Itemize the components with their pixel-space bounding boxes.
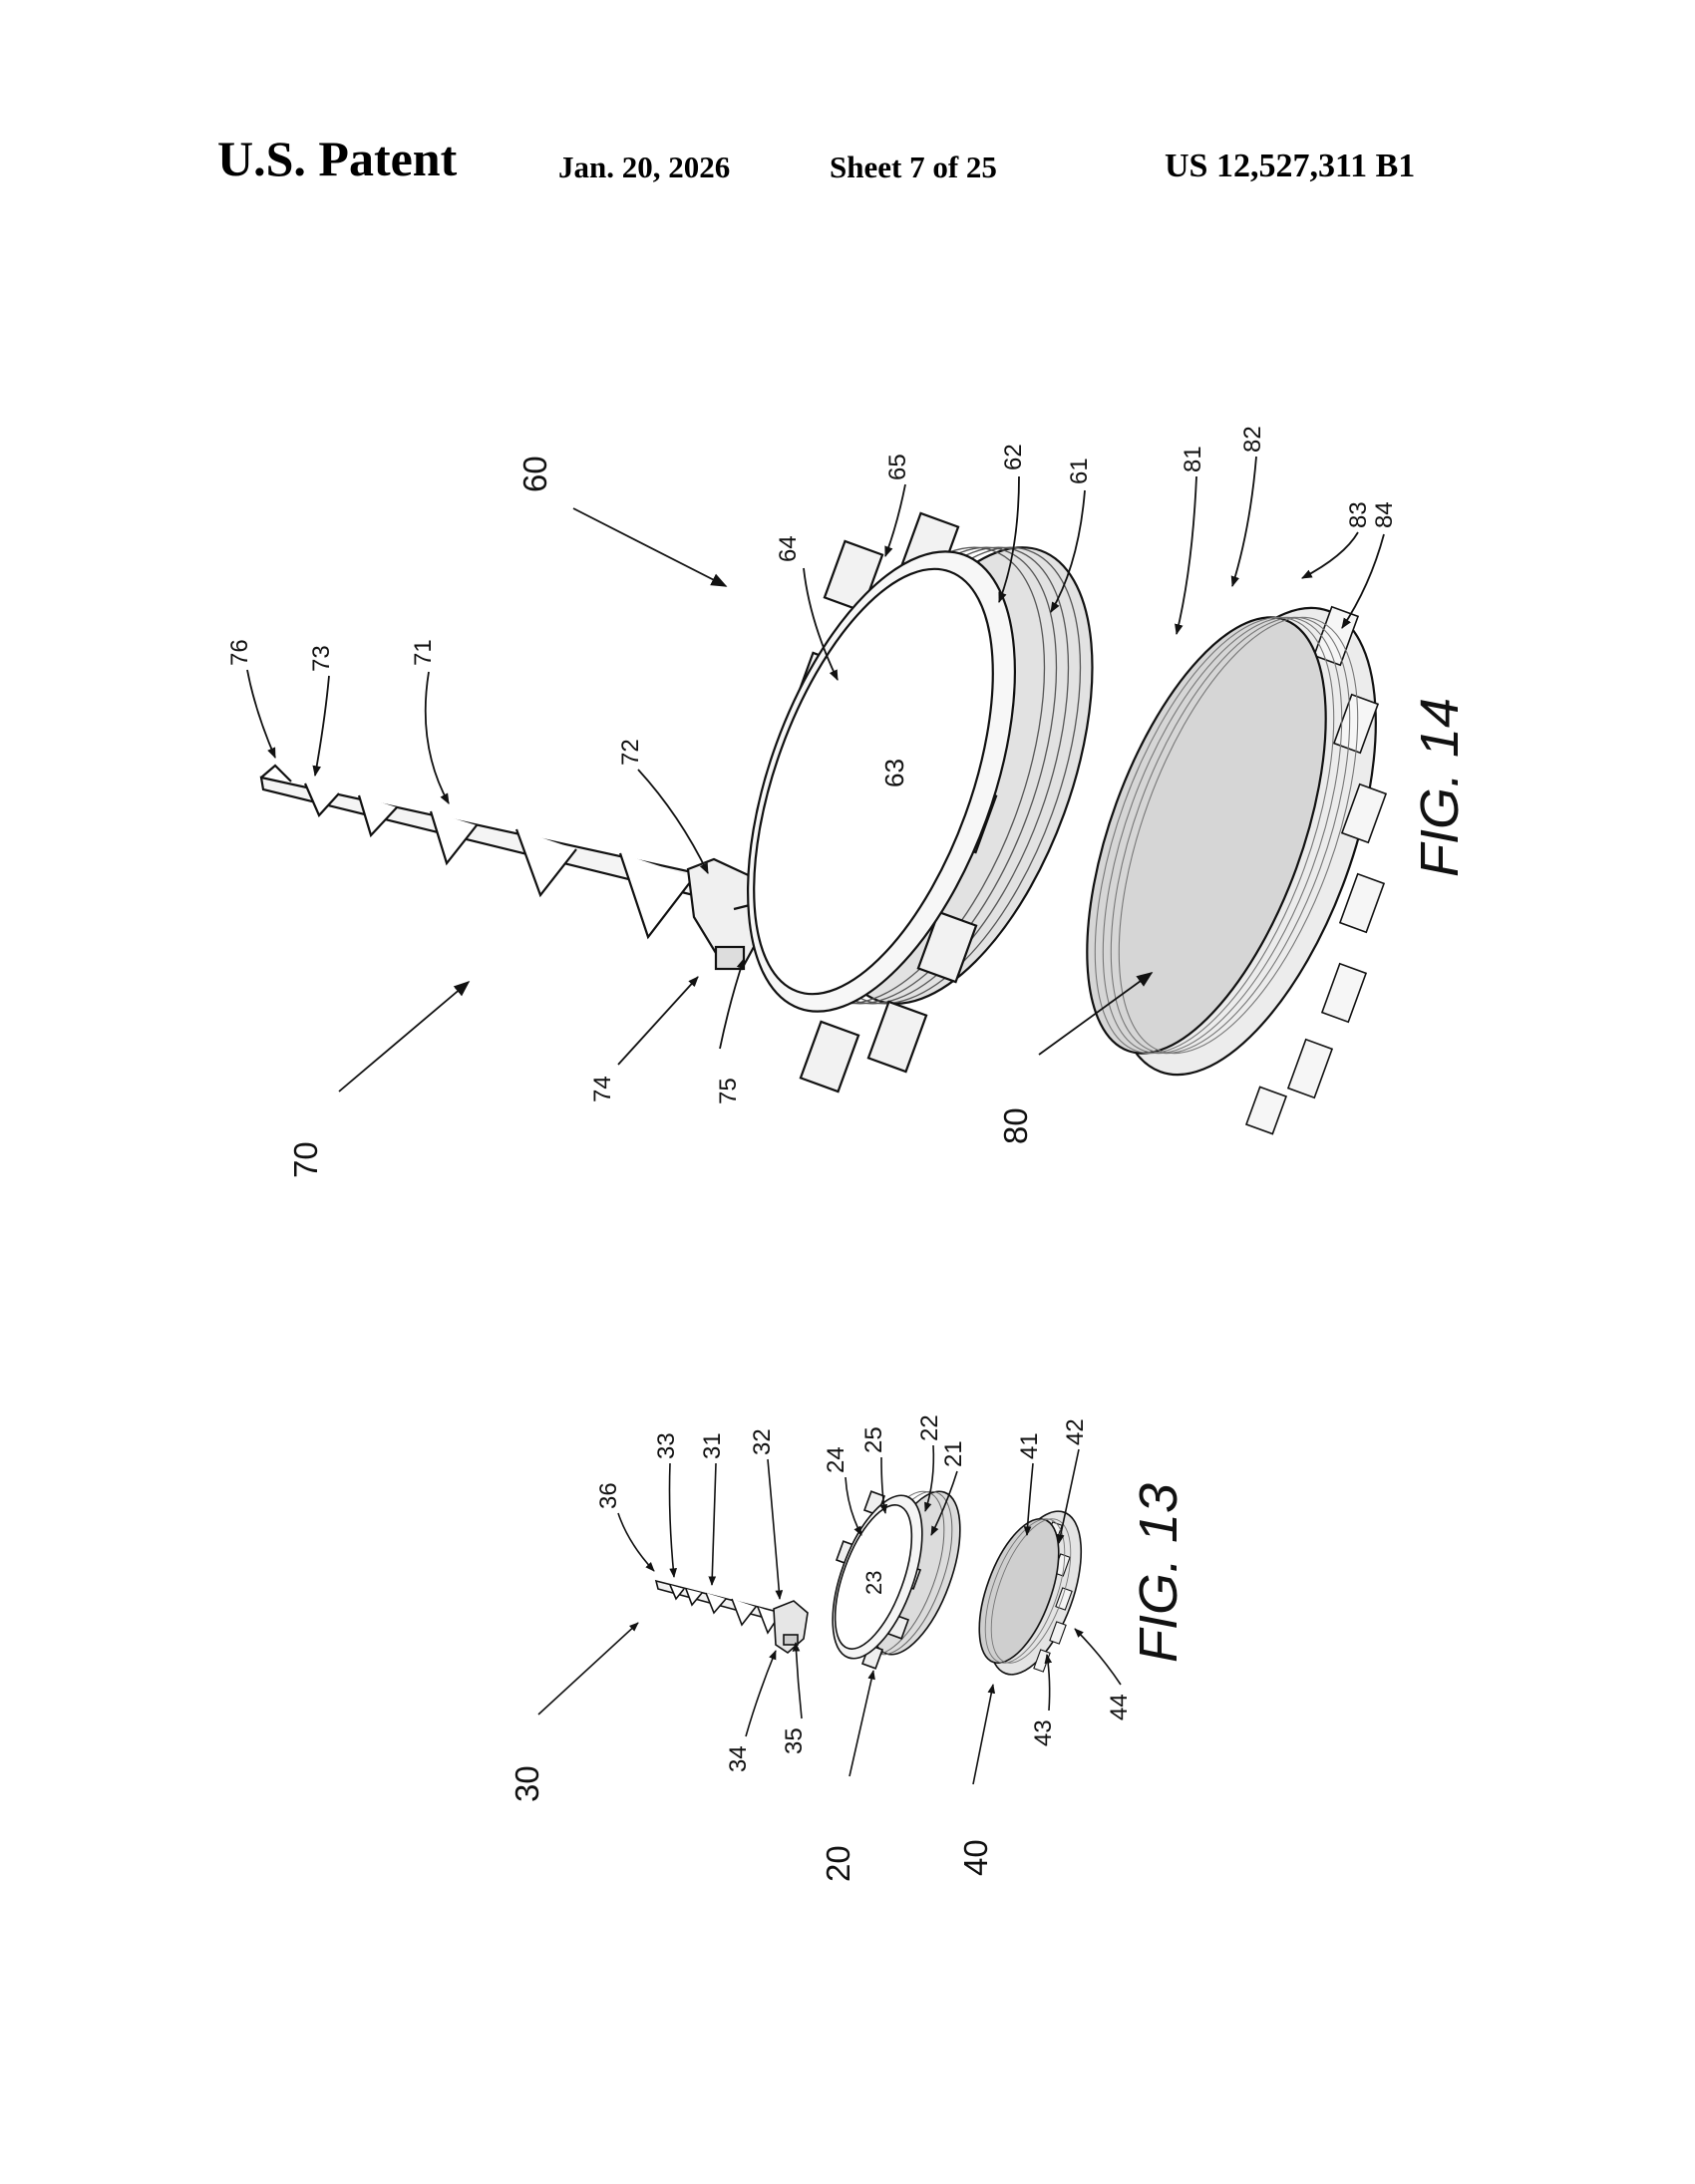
- ref-42: 42: [1062, 1418, 1089, 1445]
- ref-21: 21: [940, 1440, 967, 1467]
- ref-76: 76: [226, 639, 253, 666]
- ref-23: 23: [861, 1571, 886, 1595]
- ref-35: 35: [781, 1727, 808, 1754]
- ref-31: 31: [699, 1432, 726, 1459]
- ref-65: 65: [884, 454, 911, 480]
- ref-25: 25: [860, 1426, 887, 1453]
- spike-component-30: [654, 1579, 809, 1655]
- ref-20: 20: [820, 1845, 856, 1882]
- ring-component-80: [1086, 605, 1388, 1135]
- fig13-reference-numerals: 30 20 40 36 33 31 32 34 35 24 25 22 21 2…: [508, 1414, 1133, 1882]
- publication-date: Jan. 20, 2026: [558, 150, 731, 184]
- ref-61: 61: [1066, 458, 1093, 484]
- spike-component-70: [259, 764, 772, 971]
- ref-32: 32: [749, 1428, 776, 1455]
- ref-81: 81: [1180, 446, 1206, 472]
- ref-62: 62: [1000, 444, 1027, 470]
- ref-82: 82: [1239, 426, 1266, 453]
- ref-72: 72: [617, 739, 644, 766]
- ref-36: 36: [595, 1482, 622, 1509]
- patent-number: US 12,527,311 B1: [1165, 148, 1416, 184]
- ref-43: 43: [1030, 1719, 1057, 1746]
- ref-60: 60: [516, 456, 553, 492]
- ref-34: 34: [725, 1745, 752, 1772]
- ref-33: 33: [653, 1432, 680, 1459]
- ref-74: 74: [589, 1076, 616, 1102]
- patent-label: U.S. Patent: [217, 131, 458, 186]
- figure-14: 70 60 80 76 73 71 72 74 75 64 65 62 61 6…: [226, 426, 1470, 1178]
- ref-41: 41: [1016, 1432, 1043, 1459]
- base-component-60: [747, 511, 1094, 1093]
- ref-40: 40: [957, 1839, 994, 1876]
- base-component-20: [832, 1490, 961, 1670]
- ref-71: 71: [410, 639, 437, 666]
- ring-component-40: [978, 1510, 1083, 1676]
- ref-83: 83: [1345, 501, 1372, 528]
- ref-30: 30: [508, 1765, 545, 1802]
- fig13-leader-lines: [537, 1444, 1122, 1785]
- ref-70: 70: [287, 1141, 324, 1178]
- figure-14-label: FIG. 14: [1410, 698, 1470, 877]
- fig14-reference-numerals: 70 60 80 76 73 71 72 74 75 64 65 62 61 6…: [226, 426, 1398, 1178]
- sheet-number: Sheet 7 of 25: [830, 150, 997, 184]
- ref-24: 24: [823, 1446, 849, 1473]
- ref-75: 75: [715, 1078, 742, 1104]
- ref-64: 64: [775, 535, 802, 562]
- ref-63: 63: [879, 759, 909, 787]
- figure-13: 30 20 40 36 33 31 32 34 35 24 25 22 21 2…: [508, 1414, 1188, 1882]
- page-header: U.S. Patent Jan. 20, 2026 Sheet 7 of 25 …: [0, 130, 1695, 199]
- ref-44: 44: [1106, 1694, 1133, 1720]
- figure-13-label: FIG. 13: [1129, 1483, 1188, 1663]
- fig14-leader-lines: [246, 456, 1385, 1092]
- ref-84: 84: [1371, 501, 1398, 528]
- ref-80: 80: [997, 1107, 1034, 1144]
- ref-22: 22: [916, 1414, 943, 1441]
- ref-73: 73: [308, 645, 335, 672]
